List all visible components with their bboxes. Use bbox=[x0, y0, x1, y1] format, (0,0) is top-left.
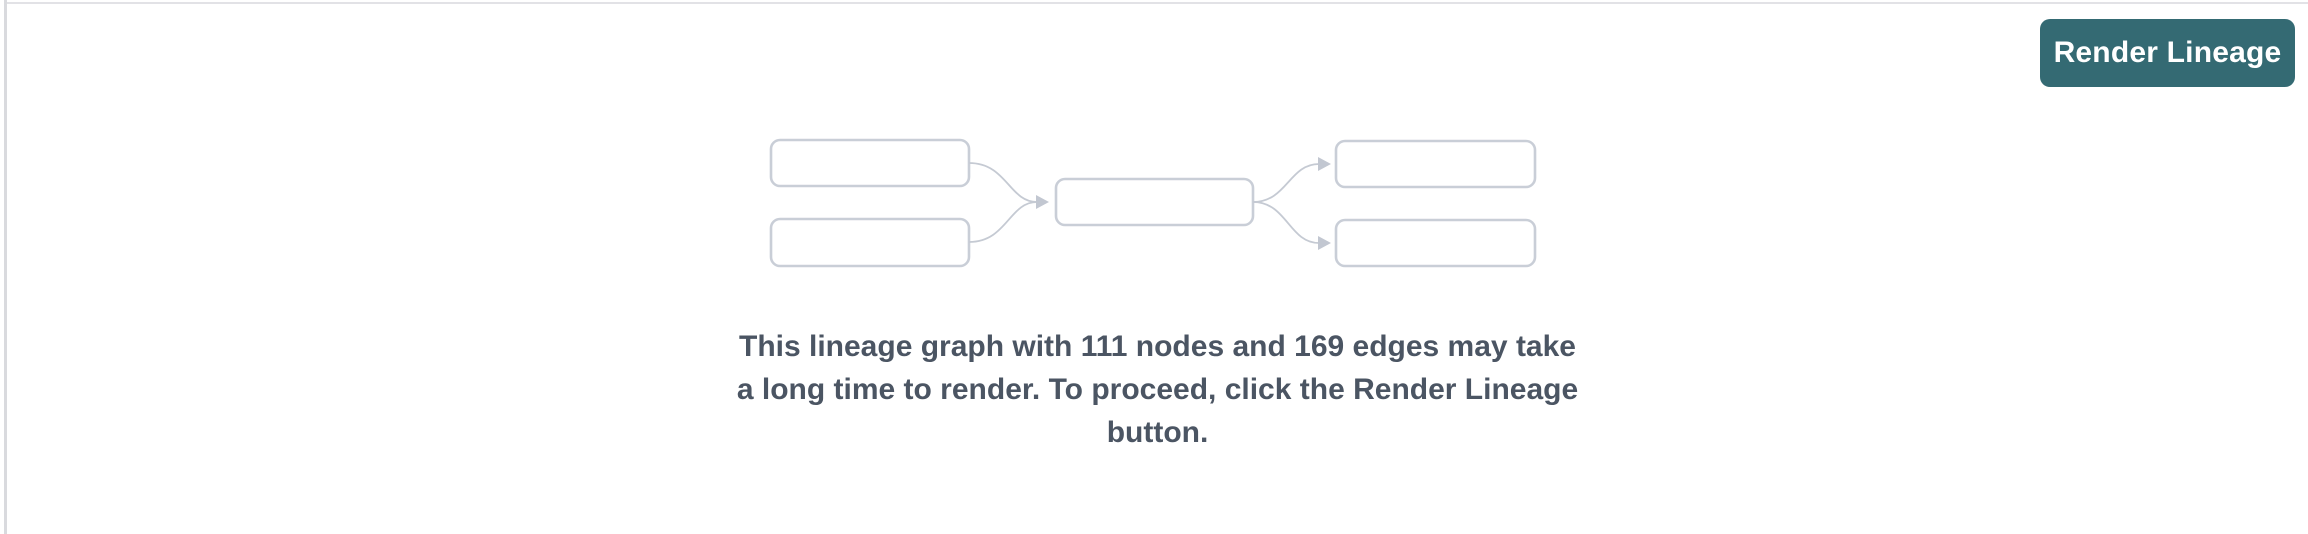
placeholder-edge bbox=[1252, 163, 1319, 203]
lineage-empty-state: This lineage graph with 111 nodes and 16… bbox=[7, 0, 2308, 534]
lineage-graph-placeholder-icon bbox=[769, 138, 1536, 268]
placeholder-edge bbox=[968, 162, 1037, 203]
render-lineage-button[interactable]: Render Lineage bbox=[2040, 19, 2295, 87]
arrowhead-icon bbox=[1035, 195, 1049, 209]
arrowhead-icon bbox=[1317, 157, 1331, 171]
empty-state-message: This lineage graph with 111 nodes and 16… bbox=[7, 325, 2308, 454]
message-line: button. bbox=[1106, 416, 1209, 449]
placeholder-edge bbox=[968, 201, 1037, 243]
placeholder-edge bbox=[1252, 201, 1319, 244]
placeholder-node bbox=[1334, 218, 1536, 268]
message-line: This lineage graph with 111 nodes and 16… bbox=[739, 330, 1576, 363]
panel-top-border bbox=[7, 2, 2308, 4]
placeholder-node bbox=[769, 138, 970, 188]
arrowhead-icon bbox=[1317, 236, 1331, 250]
placeholder-node bbox=[1334, 139, 1536, 189]
message-line: a long time to render. To proceed, click… bbox=[736, 373, 1579, 406]
placeholder-node bbox=[1054, 177, 1254, 227]
placeholder-node bbox=[769, 217, 970, 268]
pane-divider bbox=[4, 0, 7, 534]
